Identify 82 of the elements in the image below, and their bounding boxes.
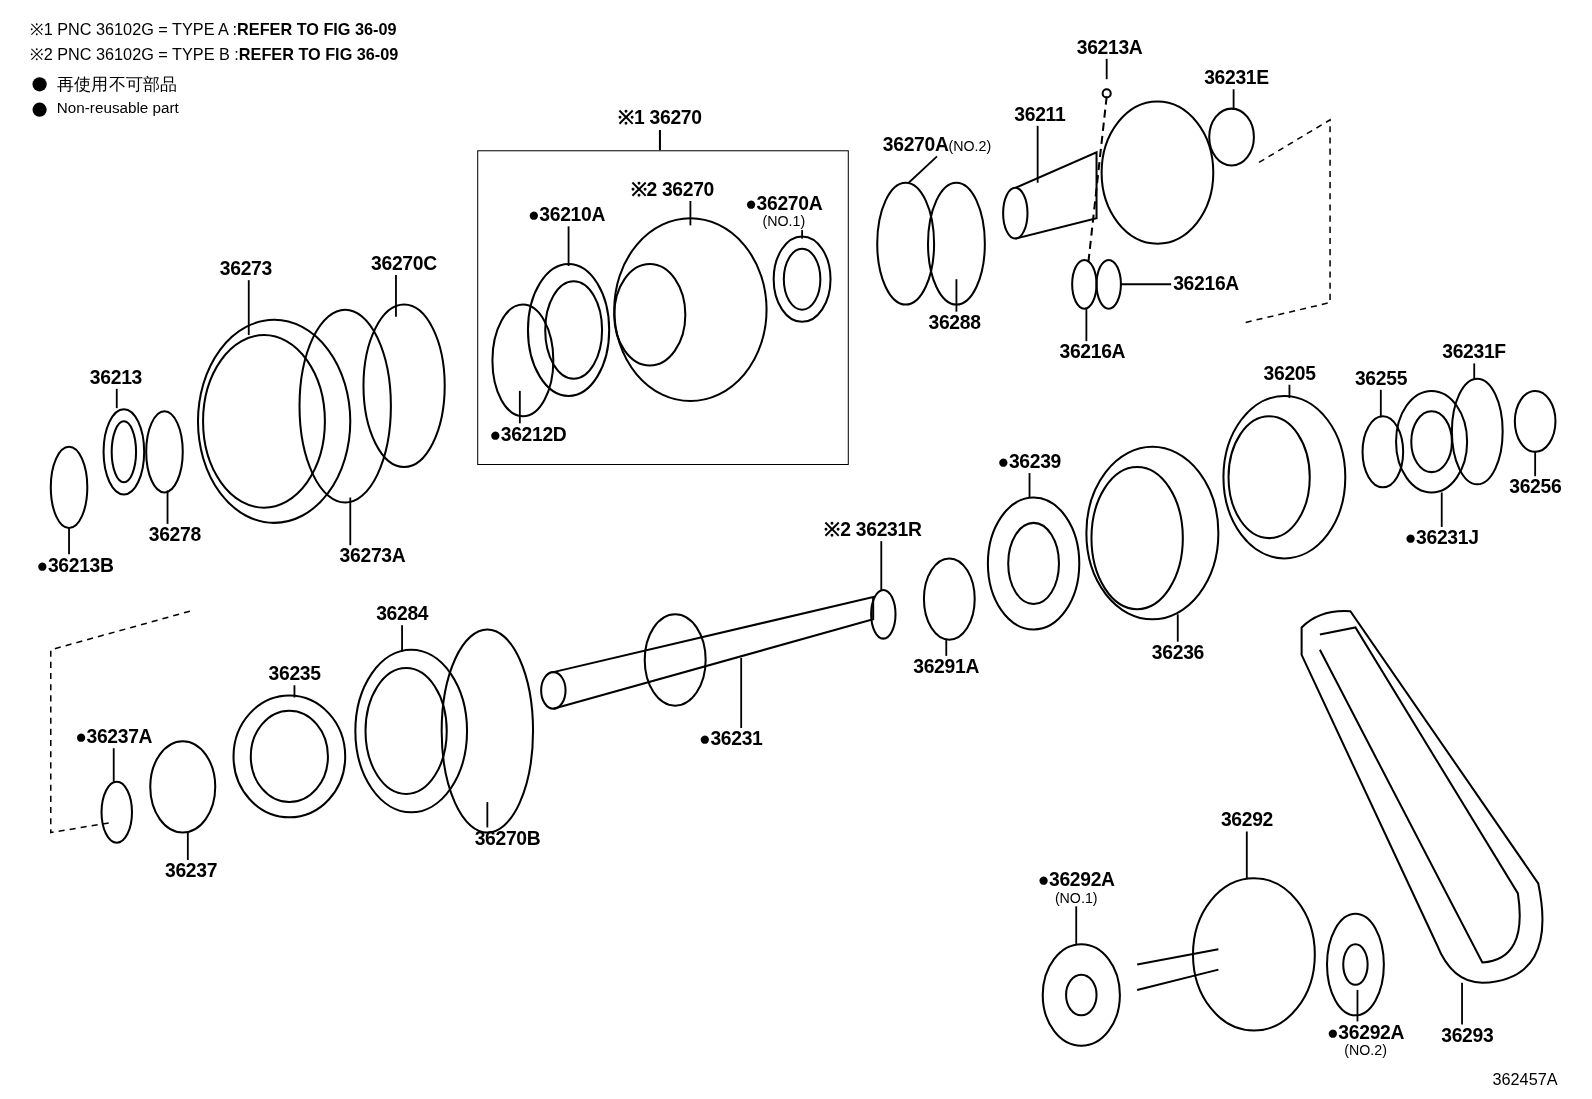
part-number-label: ●36237A: [75, 726, 153, 748]
part-number-label: 36270A: [882, 134, 949, 156]
leader-line: [1120, 283, 1173, 286]
part-number-label: 36273A: [339, 546, 406, 567]
note-text: ※1 PNC 36102G = TYPE A :REFER TO FIG 36-09: [30, 19, 397, 40]
leader-line: [349, 496, 352, 547]
leader-line: [880, 540, 883, 592]
legend-text: 再使用不可部品: [56, 74, 178, 97]
part-number-label: 36216A: [1059, 342, 1126, 363]
leader-line: [186, 831, 189, 861]
part-number-label: 36292: [1220, 810, 1274, 831]
part-number-label: 36213: [89, 367, 142, 388]
part-number-label: 36284: [376, 604, 429, 625]
part-number-label: 36231F: [1442, 342, 1506, 363]
leader-line: [1356, 989, 1359, 1023]
leader-line: [247, 279, 250, 336]
part-number-label: ●36210A: [527, 205, 606, 226]
part-number-label: ●36231: [699, 729, 763, 750]
figure-number: 362457A: [1492, 1071, 1558, 1090]
leader-line: [689, 200, 692, 227]
part-number-label: ※2 36270: [630, 179, 715, 200]
part-number-label: 36278: [148, 524, 201, 546]
note-text: ※2 PNC 36102G = TYPE B :REFER TO FIG 36-09: [30, 44, 399, 65]
leader-line: [115, 387, 118, 410]
part-number-label: 36216A: [1173, 274, 1239, 295]
part-number-label: ●36270A: [745, 193, 823, 215]
part-number-label: 36236: [1151, 642, 1204, 663]
note-text: (NO.1): [1053, 890, 1099, 906]
leader-line: [518, 389, 521, 425]
part-number-label: 36255: [1354, 368, 1408, 389]
part-number-label: 36205: [1263, 363, 1316, 384]
leader-line: [1440, 491, 1443, 528]
leader-line: [1534, 450, 1537, 478]
part-number-label: ※1 36270: [617, 107, 703, 128]
leader-line: [1245, 830, 1248, 881]
part-number-label: 36288: [928, 312, 981, 333]
leader-line: [1461, 981, 1463, 1026]
leader-line: [567, 225, 570, 267]
part-number-label: ●36292A: [1037, 870, 1115, 891]
leader-line: [1028, 472, 1031, 499]
note-text: (NO.1): [761, 214, 807, 230]
part-number-label: 36291A: [913, 656, 980, 678]
leader-line: [907, 155, 938, 184]
leader-line: [1379, 388, 1382, 419]
note-text: (NO.2): [1343, 1042, 1388, 1058]
leader-line: [1036, 124, 1039, 184]
part-number-label: 36270B: [474, 828, 541, 849]
part-number-label: ●36231J: [1404, 527, 1479, 549]
part-number-label: 36231E: [1204, 68, 1269, 89]
leader-line: [801, 229, 803, 240]
leader-line: [293, 684, 296, 699]
leader-line: [945, 638, 948, 657]
leader-line: [166, 489, 169, 525]
part-number-label: ●36292A: [1327, 1022, 1405, 1043]
part-number-label: 36237: [165, 861, 218, 882]
leader-line: [1075, 905, 1078, 946]
leader-line: [401, 624, 403, 653]
part-number-label: 36211: [1014, 104, 1066, 125]
leader-line: [395, 274, 397, 318]
leader-line: [1288, 383, 1291, 399]
leader-line: [1085, 306, 1088, 343]
part-number-label: ●36213B: [36, 555, 114, 576]
part-number-label: ●36239: [997, 451, 1061, 473]
leader-line: [740, 657, 743, 729]
note-text: (NO.2): [948, 138, 992, 155]
leader-line: [955, 278, 958, 313]
leader-line: [1176, 613, 1179, 643]
part-number-label: 36293: [1441, 1025, 1494, 1046]
part-number-label: 36213A: [1076, 37, 1143, 58]
leader-line: [1473, 362, 1476, 380]
part-number-label: 36273: [219, 258, 272, 280]
part-number-label: 36235: [268, 664, 321, 685]
part-number-label: 36256: [1509, 477, 1562, 498]
leader-line: [486, 801, 489, 829]
part-number-label: 36270C: [371, 253, 437, 275]
part-number-label: ●36212D: [489, 424, 567, 445]
leader-line: [68, 527, 70, 556]
leader-line: [1232, 88, 1235, 111]
part-number-label: ※2 36231R: [824, 519, 922, 541]
legend-text: Non-reusable part: [56, 98, 179, 116]
leader-line: [112, 747, 115, 783]
leader-line: [1105, 57, 1108, 81]
